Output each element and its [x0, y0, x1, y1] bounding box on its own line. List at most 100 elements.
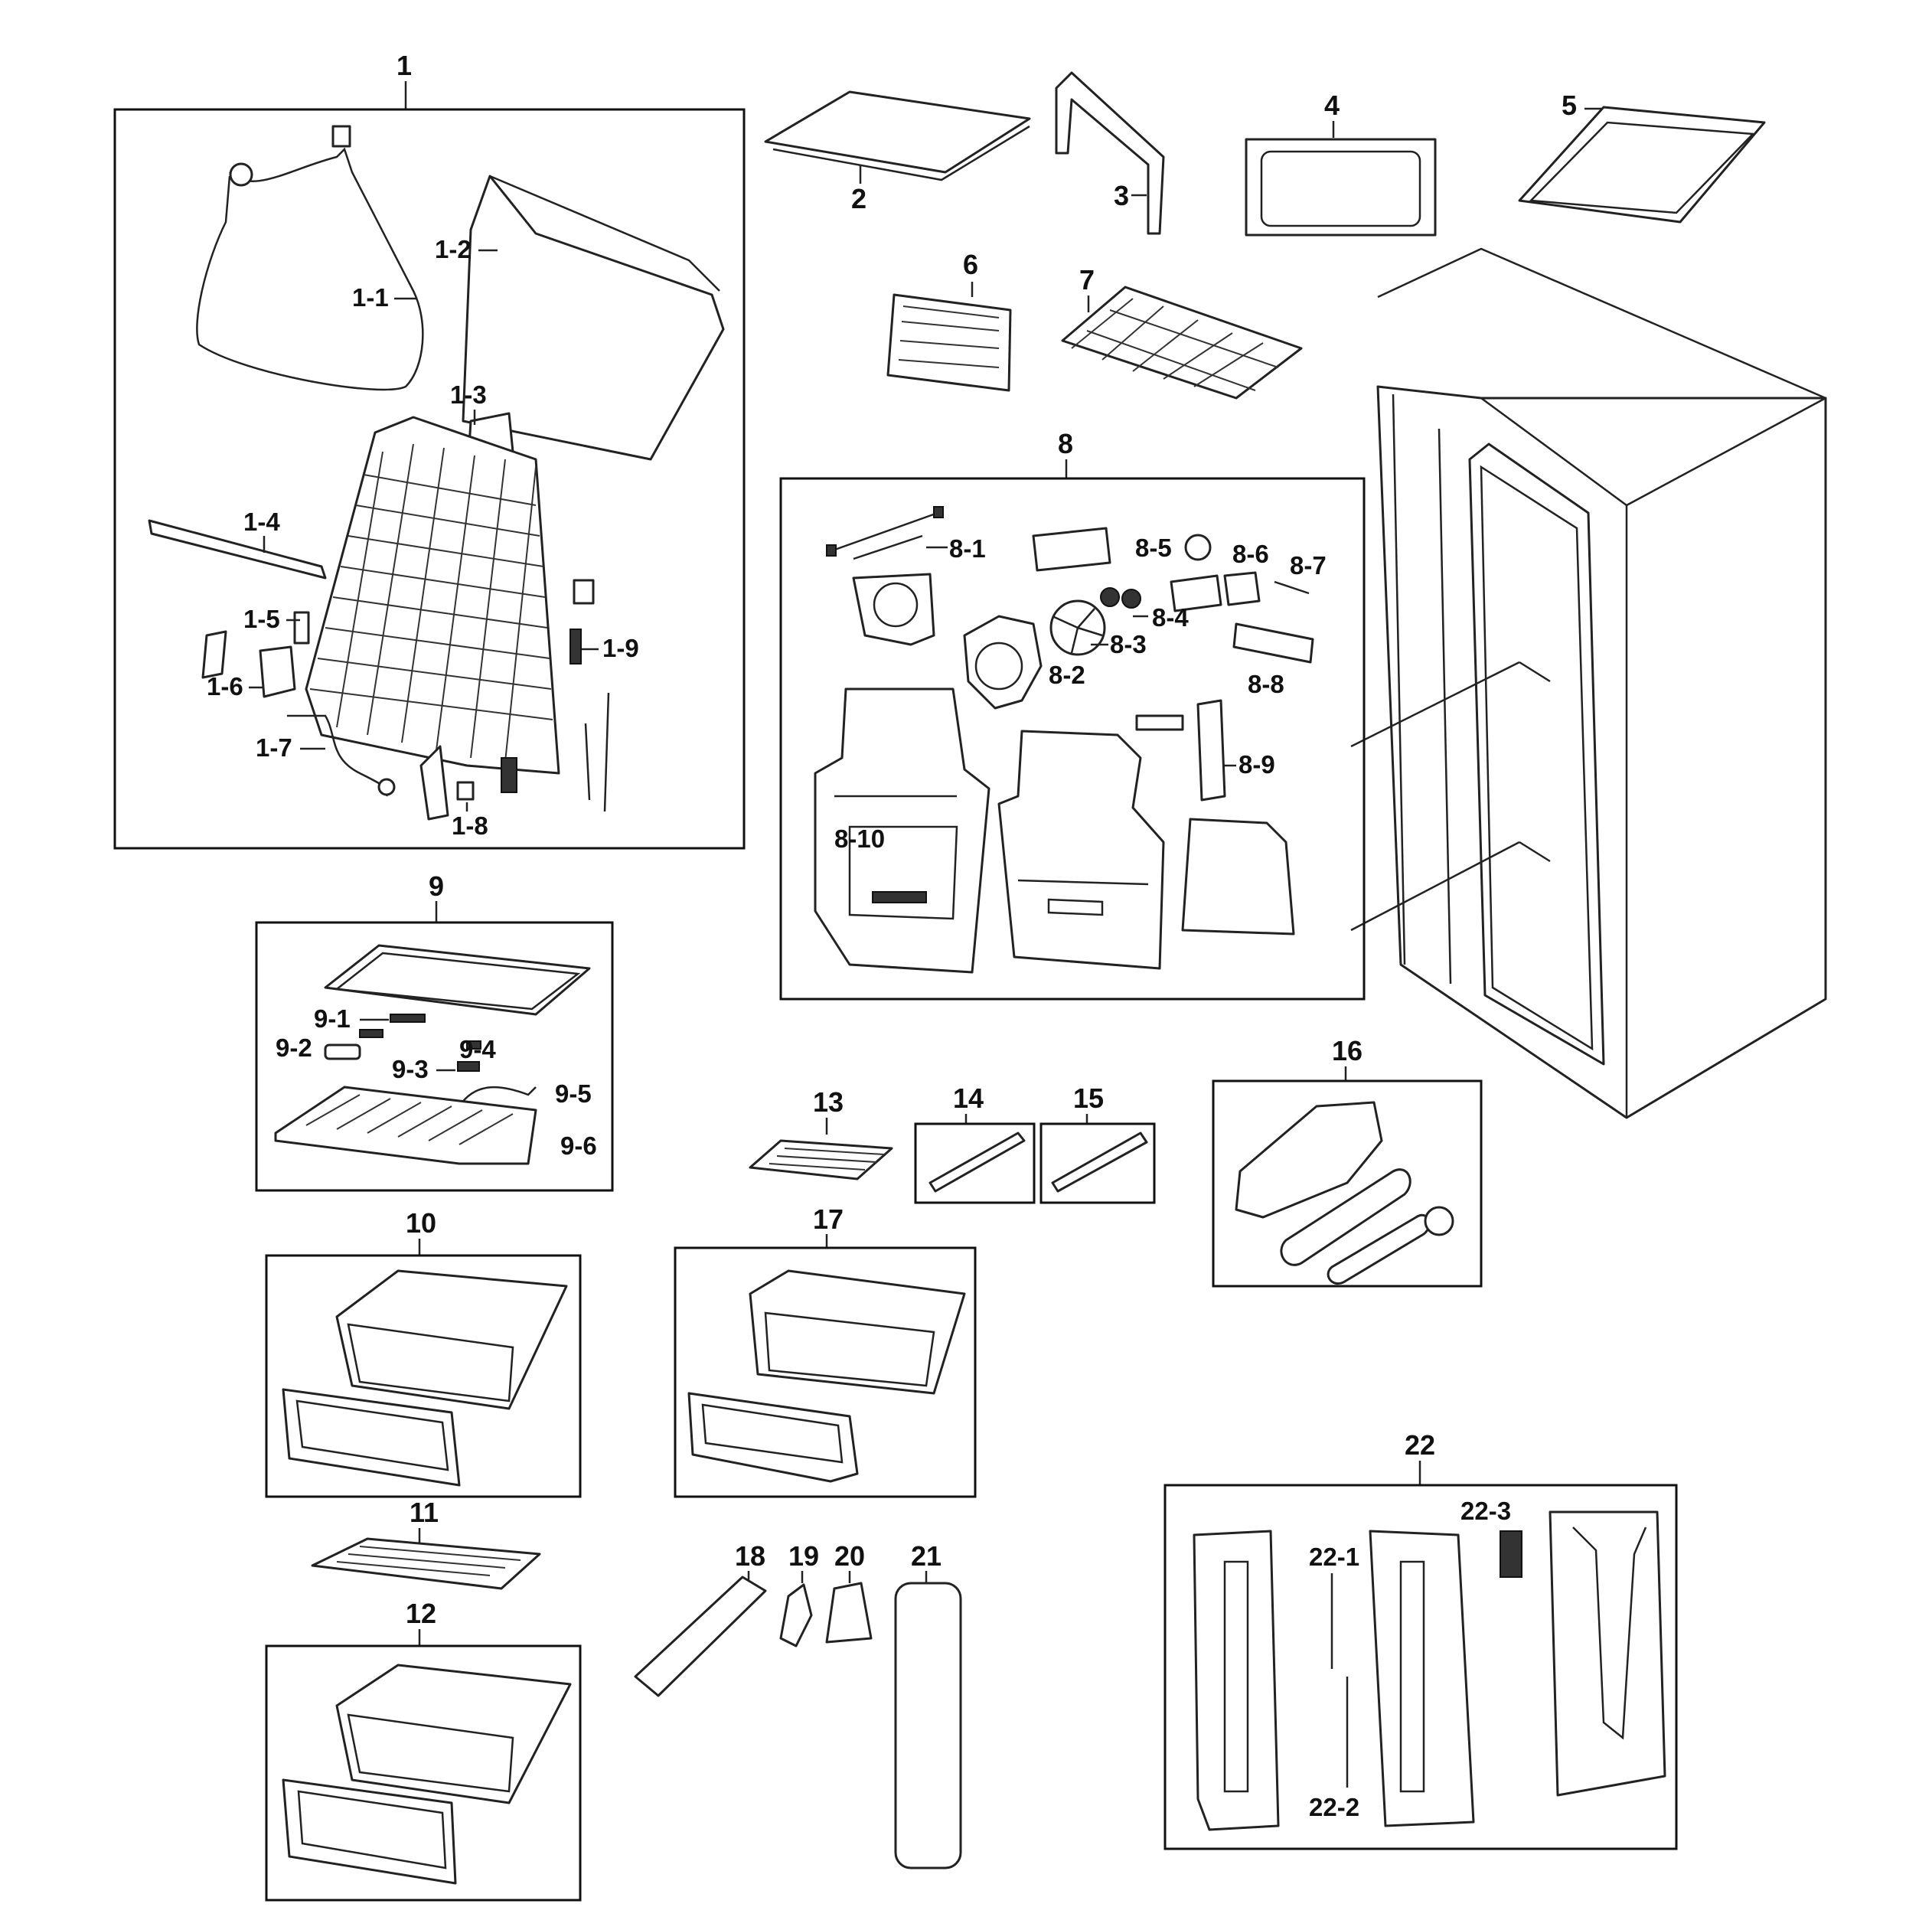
part-3-shelf-rail: 3 [1055, 71, 1165, 235]
center-duct-panel-part [997, 730, 1165, 970]
callout-8-2: 8-2 [1049, 661, 1085, 689]
callout-9: 9 [429, 870, 444, 902]
pad-part [573, 579, 595, 605]
callout-1-1: 1-1 [352, 283, 389, 312]
filter-cartridge-part [1280, 1168, 1411, 1266]
part-18-cover: 18 [634, 1540, 767, 1697]
callout-17: 17 [813, 1203, 844, 1235]
group-9-frame [255, 921, 614, 1192]
callout-2: 2 [851, 183, 866, 214]
fuse-holder-part [259, 645, 296, 698]
part-4-glass-shelf: 4 [1245, 90, 1437, 237]
group-10-crisper-drawer: 10 [265, 1207, 582, 1498]
callout-14: 14 [953, 1082, 984, 1114]
callout-16: 16 [1332, 1035, 1363, 1066]
callout-11: 11 [410, 1497, 439, 1528]
fastener-part [456, 781, 475, 801]
right-duct-panel-part [1181, 818, 1295, 936]
group-14-frame [914, 1122, 1036, 1204]
evaporator-coil-part [305, 416, 560, 775]
group-12-crisper-drawer: 12 [265, 1598, 582, 1902]
callout-5: 5 [1562, 90, 1577, 121]
callout-1-6: 1-6 [207, 672, 243, 700]
part-13-cover: 13 [749, 1086, 893, 1180]
callout-22-1: 22-1 [1309, 1543, 1359, 1571]
part-6-cover: 6 [886, 249, 1012, 392]
callout-9-1: 9-1 [314, 1004, 351, 1033]
callout-22-2: 22-2 [1309, 1793, 1359, 1821]
part-11-crisper-cover: 11 [311, 1497, 541, 1590]
part-7-wire-basket: 7 [1061, 264, 1303, 400]
clip-part [293, 611, 310, 645]
defrost-heater-part [196, 147, 424, 391]
callout-10: 10 [406, 1207, 436, 1239]
sensor-bar-part [148, 519, 327, 580]
group-10-frame [265, 1254, 582, 1498]
group-16-water-filter-assembly: 16 [1212, 1035, 1483, 1288]
group-1-evaporator-assembly: 1 1-1 1-2 1-3 1-4 1-5 1-6 [113, 50, 746, 850]
group-17-drawer: 17 [674, 1203, 977, 1498]
callout-8-1: 8-1 [949, 534, 986, 563]
part-15-rail: 15 [1039, 1082, 1156, 1204]
callout-1-2: 1-2 [435, 235, 472, 263]
callout-9-5: 9-5 [555, 1079, 592, 1108]
callout-8-9: 8-9 [1239, 750, 1275, 779]
group-16-frame [1212, 1079, 1483, 1288]
callout-1-8: 1-8 [452, 811, 488, 840]
callout-19: 19 [788, 1540, 819, 1572]
callout-1-3: 1-3 [450, 380, 487, 409]
callout-8-7: 8-7 [1290, 551, 1327, 580]
pcb-part [1232, 622, 1314, 664]
callout-4: 4 [1324, 90, 1340, 121]
part-19-cap: 19 [779, 1540, 819, 1647]
group-9-crisper-cover-assembly: 9 9-1 9-2 9-4 9-3 9-5 9-6 [255, 870, 614, 1192]
evaporator-cover-part [462, 175, 725, 461]
callout-21: 21 [911, 1540, 942, 1572]
callout-22: 22 [1405, 1429, 1435, 1461]
callout-13: 13 [813, 1086, 844, 1118]
callout-8-5: 8-5 [1135, 534, 1172, 562]
callout-7: 7 [1079, 264, 1095, 296]
callout-8-4: 8-4 [1152, 603, 1189, 632]
callout-9-6: 9-6 [560, 1131, 597, 1160]
group-22-door-assembly: 22 22-1 22-2 22-3 [1163, 1429, 1678, 1850]
group-22-frame [1163, 1484, 1678, 1850]
fan-shroud-part [963, 615, 1043, 710]
part-20-cap: 20 [825, 1540, 873, 1644]
callout-8-10: 8-10 [834, 825, 885, 853]
motor-part [1184, 534, 1212, 561]
callout-1-7: 1-7 [256, 733, 292, 762]
refrigerator-cabinet [1350, 247, 1827, 1119]
callout-22-3: 22-3 [1460, 1497, 1511, 1525]
callout-8-3: 8-3 [1110, 630, 1147, 658]
callout-1-5: 1-5 [243, 605, 280, 633]
group-8-frame [779, 477, 1366, 1001]
callout-1-4: 1-4 [243, 508, 280, 536]
callout-8: 8 [1058, 428, 1073, 459]
callout-8-6: 8-6 [1232, 540, 1269, 568]
callout-1: 1 [397, 50, 412, 81]
callout-3: 3 [1114, 180, 1129, 211]
callout-20: 20 [834, 1540, 865, 1572]
part-5-shelf: 5 [1518, 90, 1766, 224]
callout-9-3: 9-3 [392, 1055, 429, 1083]
callout-6: 6 [963, 249, 978, 280]
duct-part [1196, 699, 1226, 802]
callout-9-2: 9-2 [276, 1034, 312, 1062]
group-8-fan-assembly: 8 8-1 8-5 8-6 8-7 8-4 8-3 [779, 428, 1366, 1001]
callout-12: 12 [406, 1598, 436, 1629]
group-1-frame [113, 108, 746, 850]
part-14-rail: 14 [914, 1082, 1036, 1204]
callout-15: 15 [1073, 1082, 1104, 1114]
callout-8-8: 8-8 [1248, 670, 1284, 698]
group-17-frame [674, 1246, 977, 1498]
group-12-frame [265, 1644, 582, 1902]
callout-18: 18 [735, 1540, 765, 1572]
callout-1-9: 1-9 [602, 634, 639, 662]
fan-housing-part [852, 573, 935, 646]
part-2-shelf: 2 [764, 90, 1031, 214]
group-15-frame [1039, 1122, 1156, 1204]
callout-9-4: 9-4 [459, 1035, 496, 1063]
left-duct-panel-part [814, 687, 990, 974]
